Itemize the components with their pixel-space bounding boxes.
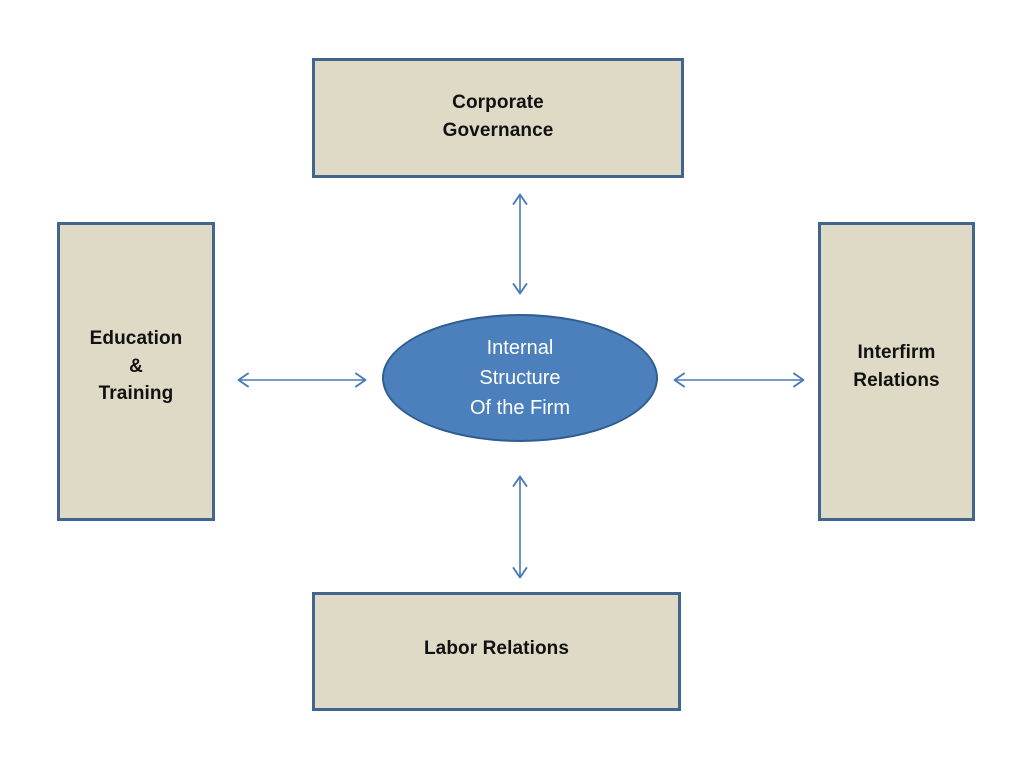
node-interfirm-relations-label: Interfirm Relations [853,341,940,391]
connector-double-arrow-right [673,372,805,388]
connector-double-arrow-left [237,372,367,388]
node-labor-relations-label: Labor Relations [423,637,570,659]
node-corporate-governance-label: Corporate Governance [442,91,554,141]
node-internal-structure-of-the-firm[interactable]: Internal Structure Of the Firm [382,314,658,442]
node-corporate-governance[interactable]: Corporate Governance [312,58,684,178]
node-labor-relations[interactable]: Labor Relations [312,592,681,711]
node-interfirm-relations[interactable]: Interfirm Relations [818,222,975,521]
node-internal-structure-label: Internal Structure Of the Firm [469,337,570,419]
connector-double-arrow-top [512,193,528,295]
node-education-training-label: Education & Training [89,328,183,405]
connector-double-arrow-bottom [512,475,528,579]
node-education-training[interactable]: Education & Training [57,222,215,521]
